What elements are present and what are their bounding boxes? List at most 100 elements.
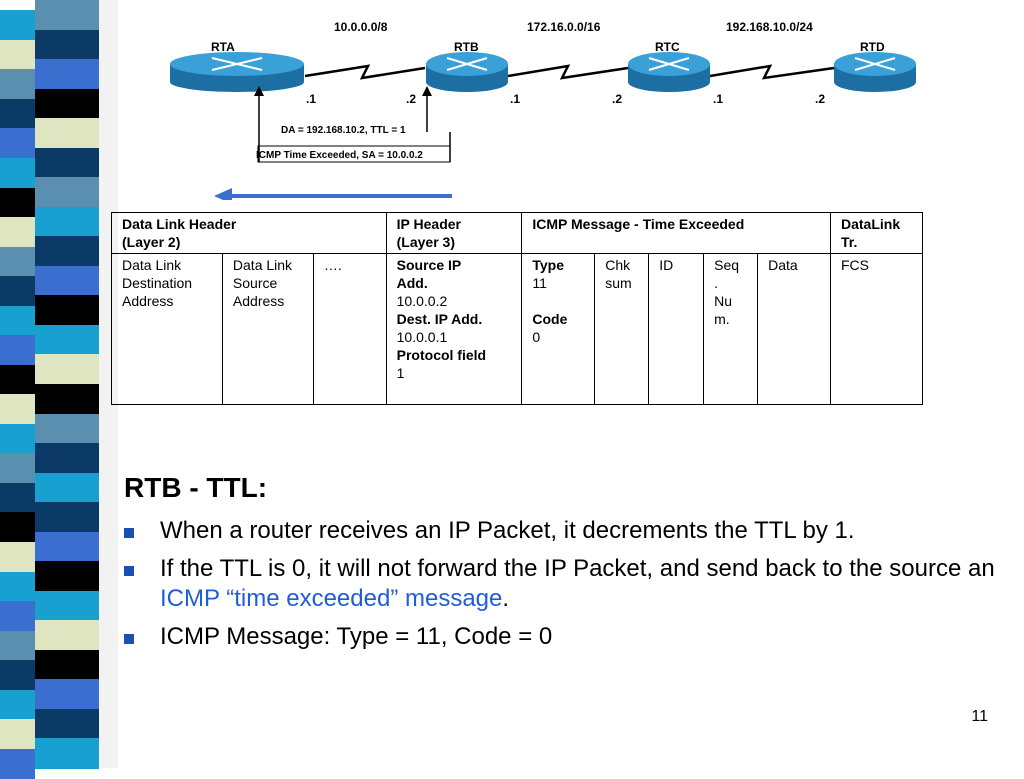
stripe-block: [35, 413, 99, 445]
stripe-block: [35, 29, 99, 61]
cell-line: Data Link: [122, 257, 182, 273]
stripe-block: [0, 364, 35, 396]
interface-label: .1: [306, 92, 317, 106]
stripe-block: [35, 265, 99, 297]
dl-dest-cell: Data Link Destination Address: [111, 253, 223, 405]
data-cell: Data: [757, 253, 831, 405]
stripe-block: [0, 630, 35, 662]
icmp-header-cell: ICMP Message - Time Exceeded: [521, 212, 831, 254]
bullet-list: When a router receives an IP Packet, it …: [124, 516, 1004, 660]
stripe-block: [0, 512, 35, 544]
list-item: ICMP Message: Type = 11, Code = 0: [124, 622, 1004, 652]
dots-cell: ….: [312, 253, 387, 405]
ip-dst-value: 10.0.0.1: [396, 329, 448, 345]
stripe-block: [0, 748, 35, 779]
arrow-up-icon-b: [422, 86, 432, 96]
ip-src-label: Source IP: [396, 257, 462, 273]
checksum-cell: Chk sum: [594, 253, 650, 405]
network-label-2: 172.16.0.0/16: [527, 20, 601, 34]
router-rtd-icon: [834, 52, 916, 92]
trailer-header-line2: Tr.: [840, 234, 858, 250]
router-label-rtd: RTD: [860, 40, 885, 54]
stripe-block: [35, 118, 99, 149]
table-header-row: Data Link Header (Layer 2) IP Header (La…: [111, 212, 924, 254]
stripe-block: [35, 88, 99, 120]
ip-header-cell: IP Header (Layer 3): [385, 212, 523, 254]
trailer-header-line1: DataLink: [840, 216, 901, 232]
code-value: 0: [532, 329, 541, 345]
stripe-block: [0, 39, 35, 71]
list-item: When a router receives an IP Packet, it …: [124, 516, 1004, 546]
stripe-block: [35, 0, 99, 31]
decorative-stripe: [0, 0, 118, 779]
stripe-block: [35, 177, 99, 208]
network-label-1: 10.0.0.0/8: [334, 20, 388, 34]
stripe-block: [35, 324, 99, 356]
router-rtb-icon: [426, 52, 508, 92]
stripe-block: [35, 472, 99, 504]
ip-header-line2: (Layer 3): [396, 234, 455, 250]
stripe-block: [35, 590, 99, 622]
interface-label: .2: [815, 92, 826, 106]
stripe-block: [35, 59, 99, 90]
bullet-highlight: ICMP “time exceeded” message: [160, 585, 503, 612]
bullet-square-icon: [124, 528, 134, 538]
stripe-block: [0, 305, 35, 337]
cell-line: Chk: [605, 257, 631, 273]
ip-fields-cell: Source IP Add. 10.0.0.2 Dest. IP Add. 10…: [385, 253, 523, 405]
page-number: 11: [971, 708, 988, 725]
interface-label: .2: [406, 92, 417, 106]
ip-dst-label: Dest. IP Add.: [396, 311, 483, 327]
code-label: Code: [532, 311, 568, 327]
stripe-block: [35, 531, 99, 563]
dl-header-line1: Data Link Header: [122, 216, 237, 232]
dl-header-cell: Data Link Header (Layer 2): [111, 212, 387, 254]
stripe-block: [35, 620, 99, 651]
stripe-block: [0, 660, 35, 691]
stripe-block: [0, 542, 35, 573]
dl-header-line2: (Layer 2): [122, 234, 181, 250]
stripe-block: [0, 571, 35, 603]
cell-line: Nu: [714, 293, 733, 309]
stripe-block: [35, 147, 99, 179]
stripe-block: [0, 689, 35, 721]
network-diagram: [170, 52, 916, 200]
stripe-block: [35, 443, 99, 474]
stripe-block: [35, 295, 99, 326]
stripe-block: [0, 276, 35, 307]
packet-header-table: Data Link Header (Layer 2) IP Header (La…: [111, 212, 924, 405]
cell-line: Destination: [122, 275, 193, 291]
fcs-cell: FCS: [829, 253, 924, 405]
stripe-block: [35, 708, 99, 740]
stripe-block: [0, 482, 35, 514]
router-label-rtb: RTB: [454, 40, 479, 54]
stripe-shadow: [98, 0, 118, 768]
interface-label: .1: [713, 92, 724, 106]
id-cell: ID: [648, 253, 705, 405]
router-label-rta: RTA: [211, 40, 235, 54]
dl-src-cell: Data Link Source Address: [221, 253, 314, 405]
stripe-block: [0, 246, 35, 278]
router-rtc-icon: [628, 52, 710, 92]
bullet-text: When a router receives an IP Packet, it …: [160, 517, 855, 544]
type-code-cell: Type 11 Code 0: [521, 253, 596, 405]
bullet-text: ICMP Message: Type = 11, Code = 0: [160, 623, 553, 650]
stripe-block: [0, 335, 35, 366]
serial-link-bc: [507, 64, 629, 80]
stripe-block: [0, 69, 35, 100]
stripe-block: [35, 649, 99, 681]
icmp-annotation: ICMP Time Exceeded, SA = 10.0.0.2: [256, 150, 423, 161]
slide-title: RTB - TTL:: [124, 472, 268, 503]
cell-line: .: [714, 275, 719, 291]
cell-line: Seq: [714, 257, 740, 273]
stripe-block: [35, 206, 99, 238]
interface-label: .2: [612, 92, 623, 106]
bullet-text: If the TTL is 0, it will not forward the…: [160, 555, 995, 582]
stripe-block: [0, 394, 35, 425]
serial-link-cd: [709, 64, 835, 80]
stripe-block: [35, 384, 99, 415]
interface-label: .1: [510, 92, 521, 106]
ip-src-label-2: Add.: [396, 275, 428, 291]
stripe-block: [35, 236, 99, 267]
stripe-block: [0, 187, 35, 219]
